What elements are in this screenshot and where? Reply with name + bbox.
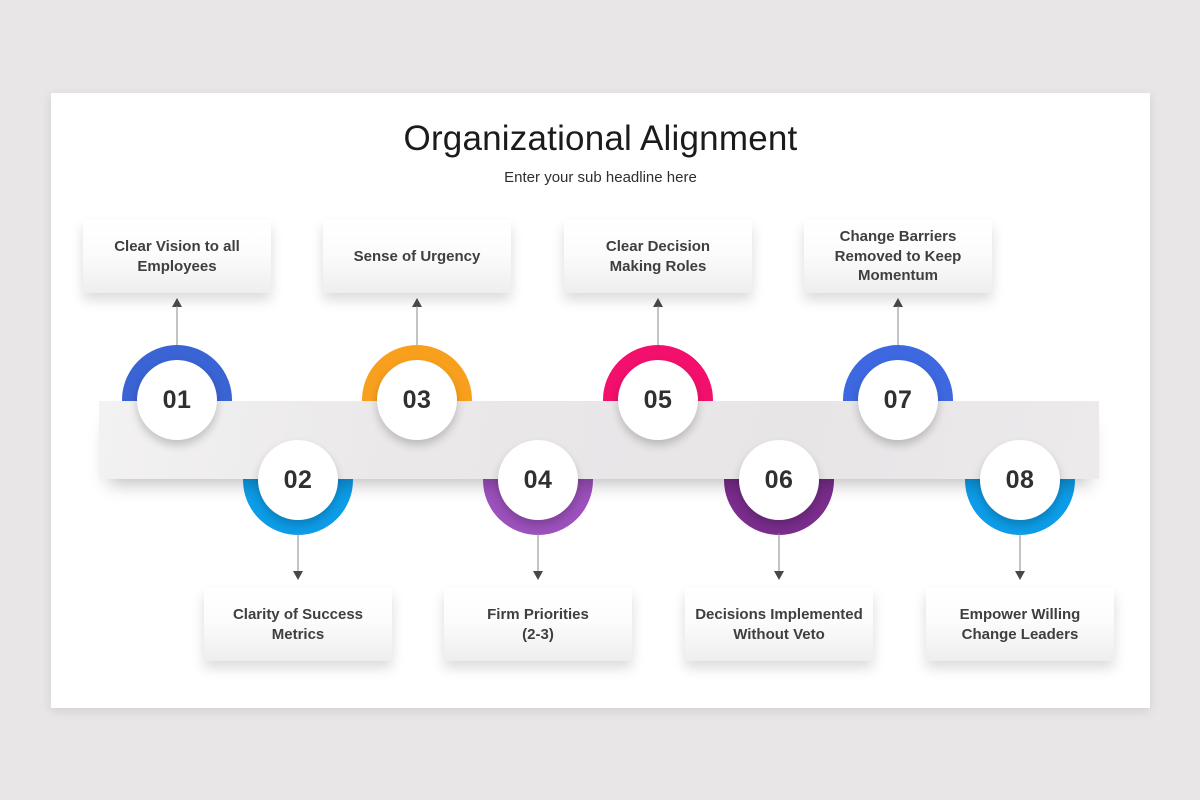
- step-card: Sense of Urgency: [323, 220, 511, 293]
- connector-arrow-up: [83, 298, 271, 345]
- connector-arrow-down: [204, 533, 392, 580]
- slide-canvas: Organizational Alignment Enter your sub …: [51, 93, 1150, 708]
- slide-title: Organizational Alignment: [403, 119, 798, 158]
- timeline-bar: [99, 401, 1099, 479]
- connector-arrow-down: [685, 533, 873, 580]
- arrowhead-icon: [774, 571, 784, 580]
- arrowhead-icon: [653, 298, 663, 307]
- arrowhead-icon: [172, 298, 182, 307]
- step-label: Empower Willing Change Leaders: [959, 606, 1081, 643]
- step-card: Firm Priorities (2-3): [444, 588, 632, 661]
- step-card: Clear Vision to all Employees: [83, 220, 271, 293]
- step-label: Decisions Implemented Without Veto: [695, 606, 863, 643]
- step-card: Empower Willing Change Leaders: [926, 588, 1114, 661]
- step-label: Clarity of Success Metrics: [232, 606, 364, 643]
- connector-arrow-up: [323, 298, 511, 345]
- arrowhead-icon: [533, 571, 543, 580]
- step-label: Clear Vision to all Employees: [114, 238, 240, 275]
- step-card: Change Barriers Removed to Keep Momentum: [804, 220, 992, 293]
- connector-arrow-down: [926, 533, 1114, 580]
- step-label: Change Barriers Removed to Keep Momentum: [834, 228, 962, 285]
- arrowhead-icon: [412, 298, 422, 307]
- arrowhead-icon: [1015, 571, 1025, 580]
- connector-arrow-down: [444, 533, 632, 580]
- step-card: Clear Decision Making Roles: [564, 220, 752, 293]
- step-card: Decisions Implemented Without Veto: [685, 588, 873, 661]
- step-card: Clarity of Success Metrics: [204, 588, 392, 661]
- arrowhead-icon: [293, 571, 303, 580]
- step-label: Clear Decision Making Roles: [605, 238, 711, 275]
- arrowhead-icon: [893, 298, 903, 307]
- step-label: Sense of Urgency: [353, 247, 481, 265]
- step-label: Firm Priorities (2-3): [487, 606, 589, 643]
- connector-arrow-up: [564, 298, 752, 345]
- connector-arrow-up: [804, 298, 992, 345]
- slide-subtitle: Enter your sub headline here: [504, 169, 697, 186]
